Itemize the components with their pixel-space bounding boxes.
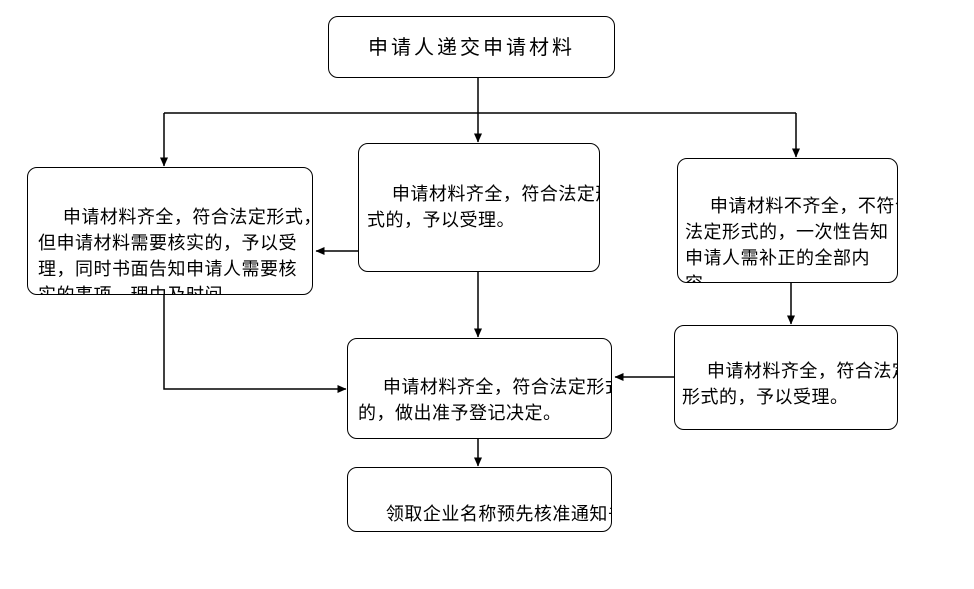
node-receive-approval-notice: 领取企业名称预先核准通知书 bbox=[347, 467, 612, 532]
node-accept-with-verification: 申请材料齐全，符合法定形式， 但申请材料需要核实的，予以受 理，同时书面告知申请… bbox=[27, 167, 313, 295]
node-incomplete-notice: 申请材料不齐全，不符合 法定形式的，一次性告知 申请人需补正的全部内 容。 bbox=[677, 158, 898, 283]
node-incomplete-notice-label: 申请材料不齐全，不符合 法定形式的，一次性告知 申请人需补正的全部内 容。 bbox=[685, 196, 898, 282]
node-accept-with-verification-label: 申请材料齐全，符合法定形式， 但申请材料需要核实的，予以受 理，同时书面告知申请… bbox=[38, 207, 313, 294]
node-receive-approval-notice-label: 领取企业名称预先核准通知书 bbox=[385, 504, 612, 525]
node-accept-after-correction-label: 申请材料齐全，符合法定 形式的，予以受理。 bbox=[682, 361, 898, 408]
node-applicant-submit-label: 申请人递交申请材料 bbox=[368, 35, 575, 59]
arrow-verify-to-decision bbox=[163, 295, 347, 393]
node-applicant-submit: 申请人递交申请材料 bbox=[328, 16, 615, 78]
node-registration-decision: 申请材料齐全，符合法定形式 的，做出准予登记决定。 bbox=[347, 338, 612, 439]
node-accept-complete-label: 申请材料齐全，符合法定形 式的，予以受理。 bbox=[367, 184, 600, 231]
node-registration-decision-label: 申请材料齐全，符合法定形式 的，做出准予登记决定。 bbox=[358, 377, 612, 424]
node-accept-after-correction: 申请材料齐全，符合法定 形式的，予以受理。 bbox=[674, 325, 898, 430]
node-accept-complete: 申请材料齐全，符合法定形 式的，予以受理。 bbox=[358, 143, 600, 272]
